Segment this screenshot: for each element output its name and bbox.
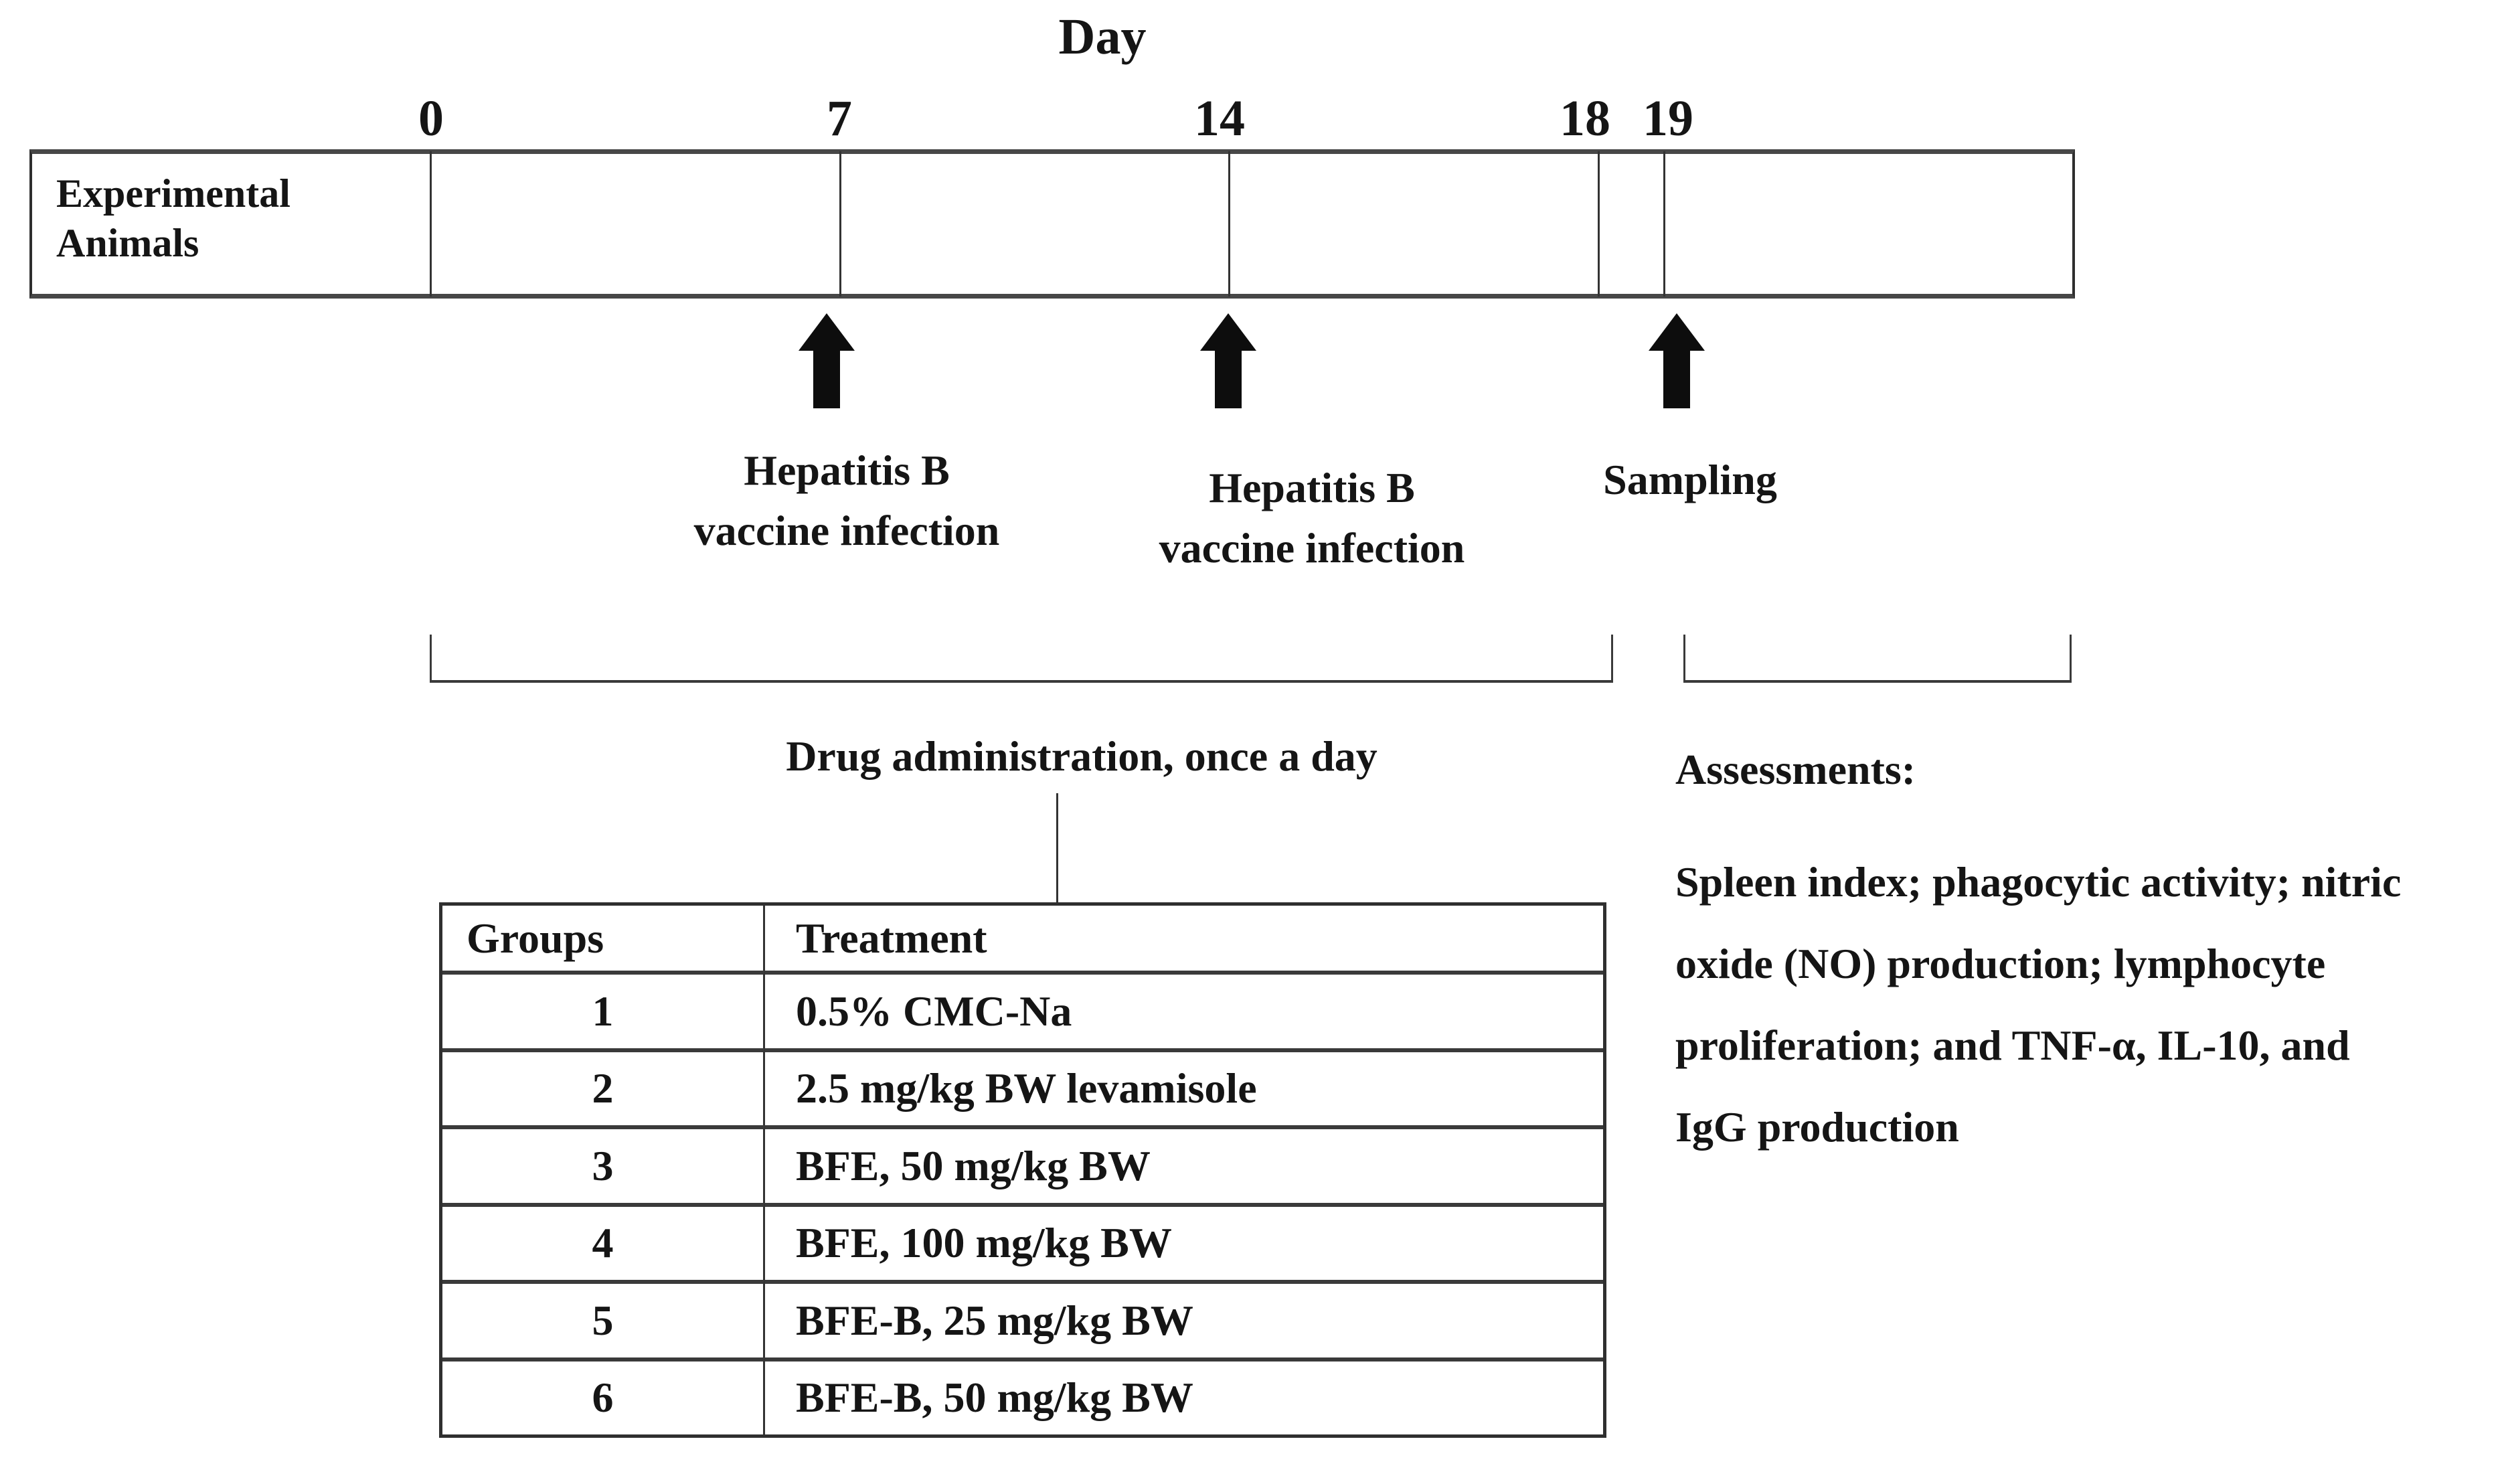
- timeline-box: [29, 149, 2075, 299]
- table-row-6-treatment: BFE-B, 50 mg/kg BW: [765, 1357, 1603, 1435]
- tick-line-day-18: [1598, 151, 1600, 297]
- event-label-sampling: Sampling: [1603, 456, 1777, 503]
- event-label-vaccine-1-line1: Hepatitis B: [744, 446, 950, 494]
- assessments-heading: Assessments:: [1675, 746, 1916, 793]
- tick-line-day-0: [430, 151, 432, 297]
- assessments-text-line2: oxide (NO) production; lymphocyte: [1675, 940, 2326, 987]
- tick-line-day-14: [1228, 151, 1230, 297]
- up-arrow-icon-day19: [1649, 313, 1705, 408]
- assessments-bracket: [1683, 635, 2072, 683]
- tick-label-day-0: 0: [418, 90, 444, 147]
- drug-administration-label: Drug administration, once a day: [786, 732, 1378, 780]
- table-header-groups: Groups: [442, 906, 765, 971]
- up-arrow-icon-day7: [799, 313, 855, 408]
- tick-label-day-18: 18: [1560, 90, 1610, 147]
- event-label-vaccine-2-line2: vaccine infection: [1159, 524, 1465, 572]
- table-row-1-group: 1: [442, 971, 765, 1048]
- assessments-text-line1: Spleen index; phagocytic activity; nitri…: [1675, 858, 2402, 906]
- axis-title: Day: [1058, 9, 1147, 65]
- table-row-3-group: 3: [442, 1125, 765, 1203]
- table-row-5-group: 5: [442, 1280, 765, 1357]
- timeline-box-label: Experimental Animals: [56, 169, 290, 268]
- assessments-text-line4: IgG production: [1675, 1103, 1959, 1151]
- table-header-treatment: Treatment: [796, 914, 987, 962]
- table-row-4-treatment: BFE, 100 mg/kg BW: [765, 1202, 1603, 1281]
- tick-line-day-7: [839, 151, 841, 297]
- timeline-box-label-line1: Experimental: [56, 171, 290, 216]
- table-row-6-group: 6: [442, 1357, 765, 1434]
- tick-label-day-7: 7: [827, 90, 852, 147]
- table-row-2-treatment: 2.5 mg/kg BW levamisole: [765, 1048, 1603, 1126]
- table-row-5-treatment: BFE-B, 25 mg/kg BW: [765, 1280, 1603, 1357]
- timeline-box-label-line2: Animals: [56, 221, 199, 265]
- table-row-3-treatment: BFE, 50 mg/kg BW: [765, 1125, 1603, 1203]
- tick-label-day-19: 19: [1643, 90, 1693, 147]
- drug-administration-bracket: [430, 635, 1613, 683]
- connector-line: [1056, 793, 1058, 902]
- event-label-vaccine-2-line1: Hepatitis B: [1209, 464, 1415, 511]
- groups-treatment-table: Groups Treatment 1 0.5% CMC-Na 2 2.5 mg/…: [439, 902, 1606, 1438]
- up-arrow-icon-day14: [1200, 313, 1256, 408]
- table-row-2-group: 2: [442, 1048, 765, 1125]
- tick-label-day-14: 14: [1194, 90, 1245, 147]
- assessments-text-line3: proliferation; and TNF-α, IL-10, and: [1675, 1021, 2350, 1069]
- event-label-vaccine-1: Hepatitis B vaccine infection: [694, 440, 1000, 561]
- table-row-4-group: 4: [442, 1202, 765, 1280]
- event-label-vaccine-1-line2: vaccine infection: [693, 507, 1000, 554]
- tick-line-day-19: [1663, 151, 1665, 297]
- event-label-vaccine-2: Hepatitis B vaccine infection: [1159, 458, 1465, 578]
- table-row-1-treatment: 0.5% CMC-Na: [765, 971, 1603, 1048]
